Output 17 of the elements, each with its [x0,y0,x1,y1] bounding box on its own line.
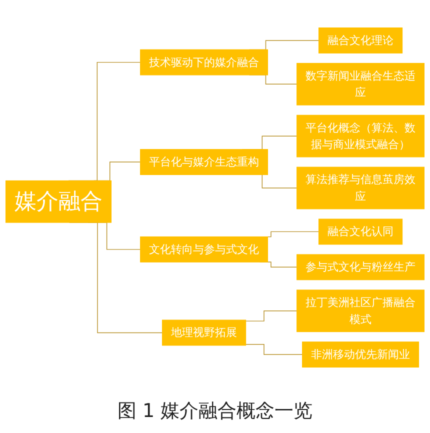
node-box [296,114,424,158]
node-box [318,27,403,54]
connector [245,310,298,322]
connector [245,344,303,355]
node-box [318,218,403,245]
node-box [140,149,268,175]
concept-tree-diagram: 媒介融合 技术驱动下的媒介融合 融合文化理论 数字新闻业融合生态适应 平台化与媒介生态重构 平台化概念（算法、数据与商业模式融合） 算法推荐与信息茧房效应 文化转向与参与式文化 融合文化认同 参与式文化与粉丝生产 地理视野拓展 拉丁美洲社区广播融合模式 非洲移动优先新闻业 [0,22,430,373]
node-box [140,236,268,262]
figure-caption: 图 1 媒介融合概念一览 [117,400,313,422]
node-box [296,62,424,106]
node-box [302,342,420,368]
node-box [6,180,112,223]
node-box [140,49,268,76]
node-box [296,290,424,332]
node-box [162,320,246,346]
node-box [296,254,424,280]
node-box [296,166,424,210]
